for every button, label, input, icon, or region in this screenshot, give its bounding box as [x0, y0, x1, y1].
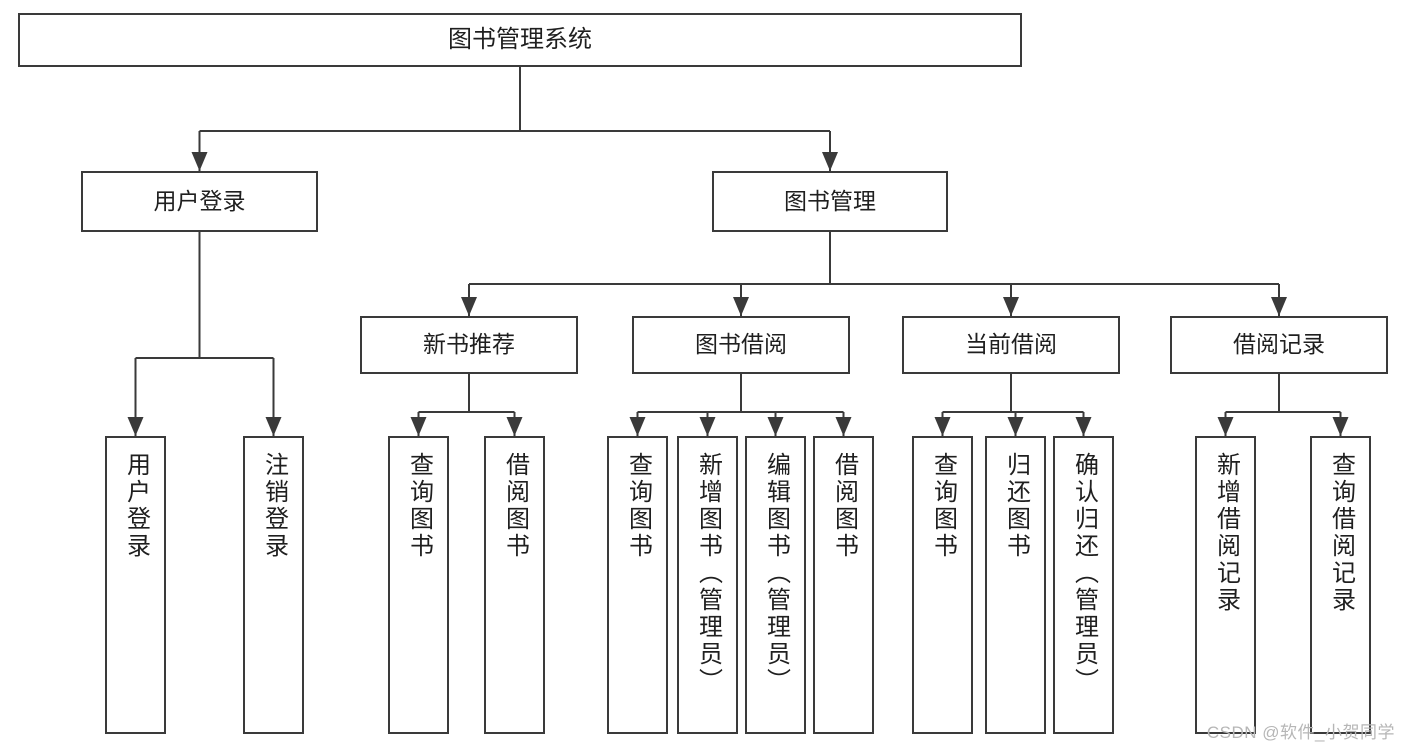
watermark: CSDN @软件_小贺同学	[1206, 723, 1395, 742]
node-label: 用户登录	[122, 452, 150, 560]
node-label: 图书借阅	[695, 331, 787, 358]
node-label: 新增借阅记录	[1212, 452, 1240, 614]
node-book-borrow[interactable]: 图书借阅	[632, 316, 850, 374]
node-leaf-logout-login[interactable]: 注销登录	[243, 436, 304, 734]
node-current-borrow[interactable]: 当前借阅	[902, 316, 1120, 374]
node-book-manage[interactable]: 图书管理	[712, 171, 948, 232]
node-label: 借阅图书	[501, 452, 529, 560]
node-leaf-borrow-book-2[interactable]: 借阅图书	[813, 436, 874, 734]
node-label: 当前借阅	[965, 331, 1057, 358]
node-label: 归还图书	[1002, 452, 1030, 560]
node-label: 图书管理系统	[448, 25, 592, 53]
node-leaf-query-book-3[interactable]: 查询图书	[912, 436, 973, 734]
node-label: 确认归还（管理员）	[1070, 452, 1098, 695]
node-label: 查询图书	[624, 452, 652, 560]
node-user-login[interactable]: 用户登录	[81, 171, 318, 232]
node-label: 查询图书	[405, 452, 433, 560]
node-label: 查询借阅记录	[1327, 452, 1355, 614]
node-label: 查询图书	[929, 452, 957, 560]
node-label: 编辑图书（管理员）	[762, 452, 790, 695]
node-leaf-return-book[interactable]: 归还图书	[985, 436, 1046, 734]
node-leaf-add-borrow-record[interactable]: 新增借阅记录	[1195, 436, 1256, 734]
node-label: 新书推荐	[423, 331, 515, 358]
node-label: 注销登录	[260, 452, 288, 560]
node-leaf-user-login[interactable]: 用户登录	[105, 436, 166, 734]
node-leaf-borrow-book-1[interactable]: 借阅图书	[484, 436, 545, 734]
node-label: 用户登录	[153, 187, 246, 214]
node-leaf-confirm-return-admin[interactable]: 确认归还（管理员）	[1053, 436, 1114, 734]
node-leaf-query-book-1[interactable]: 查询图书	[388, 436, 449, 734]
node-label: 新增图书（管理员）	[694, 452, 722, 695]
node-leaf-add-book-admin[interactable]: 新增图书（管理员）	[677, 436, 738, 734]
node-new-book-recommend[interactable]: 新书推荐	[360, 316, 578, 374]
node-leaf-query-borrow-record[interactable]: 查询借阅记录	[1310, 436, 1371, 734]
node-root[interactable]: 图书管理系统	[18, 13, 1022, 67]
node-leaf-edit-book-admin[interactable]: 编辑图书（管理员）	[745, 436, 806, 734]
node-label: 借阅图书	[830, 452, 858, 560]
node-leaf-query-book-2[interactable]: 查询图书	[607, 436, 668, 734]
node-label: 借阅记录	[1233, 331, 1325, 358]
node-borrow-record[interactable]: 借阅记录	[1170, 316, 1388, 374]
node-label: 图书管理	[784, 187, 876, 214]
